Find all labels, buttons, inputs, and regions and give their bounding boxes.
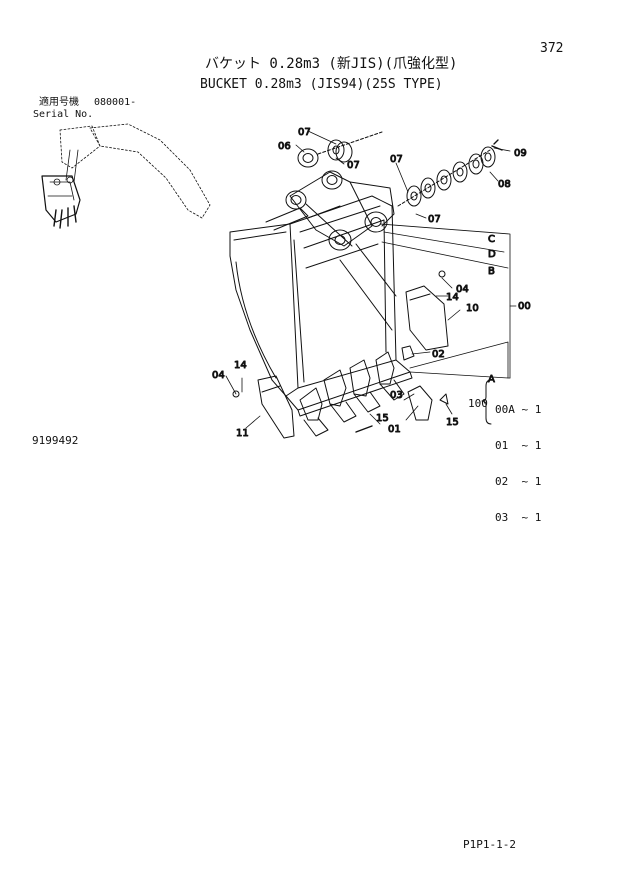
footer-code: P1P1-1-2	[463, 838, 516, 851]
callout-15: 15	[446, 417, 459, 428]
callout-00: 00	[518, 301, 531, 312]
callout-14: 14	[234, 360, 247, 371]
ref-a: A	[488, 374, 495, 385]
ref-d: D	[488, 249, 496, 260]
callout-08: 08	[498, 179, 511, 190]
callout-10: 10	[466, 303, 479, 314]
bucket-teeth	[299, 345, 449, 437]
serial-label-english: Serial No.	[33, 109, 94, 120]
callout-11: 11	[236, 428, 249, 439]
callout-labels: 07 06 07 07 09 08 07 C D B 04 14 10 00 0…	[212, 127, 532, 440]
title-english: BUCKET 0.28m3 (JIS94)(25S TYPE)	[200, 77, 443, 92]
quantity-row: 01 ~ 1	[495, 439, 542, 452]
excavator-thumbnail	[41, 123, 211, 229]
bucket-brackets	[285, 170, 395, 251]
leader-lines	[225, 130, 517, 429]
quantity-table: 00A ~ 1 01 ~ 1 02 ~ 1 03 ~ 1	[495, 380, 541, 548]
callout-04: 04	[456, 284, 469, 295]
quantity-prefix: 100	[468, 397, 488, 410]
title-japanese: バケット 0.28m3 (新JIS)(爪強化型)	[205, 56, 458, 72]
serial-value: 080001-	[94, 97, 137, 108]
callout-15: 15	[376, 413, 389, 424]
callout-07: 07	[428, 214, 441, 225]
illustration-number: 9199492	[32, 434, 79, 447]
callout-14: 14	[446, 292, 459, 303]
ref-c: C	[488, 234, 495, 245]
quantity-row: 03 ~ 1	[495, 511, 542, 524]
page-number: 372	[540, 41, 564, 56]
quantity-brace	[481, 379, 492, 425]
bucket-body	[229, 195, 413, 417]
callout-07: 07	[347, 160, 360, 171]
callout-02: 02	[432, 349, 445, 360]
callout-01: 01	[388, 424, 401, 435]
pin-washers	[297, 131, 503, 207]
callout-04: 04	[212, 370, 225, 381]
quantity-row: 02 ~ 1	[495, 475, 542, 488]
serial-label-japanese: 適用号機	[39, 97, 79, 108]
callout-03: 03	[390, 390, 403, 401]
callout-09: 09	[514, 148, 527, 159]
ref-b: B	[488, 266, 495, 277]
callout-07: 07	[390, 154, 403, 165]
quantity-row: 00A ~ 1	[495, 403, 542, 416]
callout-07: 07	[298, 127, 311, 138]
side-cutters	[232, 270, 449, 439]
callout-06: 06	[278, 141, 291, 152]
